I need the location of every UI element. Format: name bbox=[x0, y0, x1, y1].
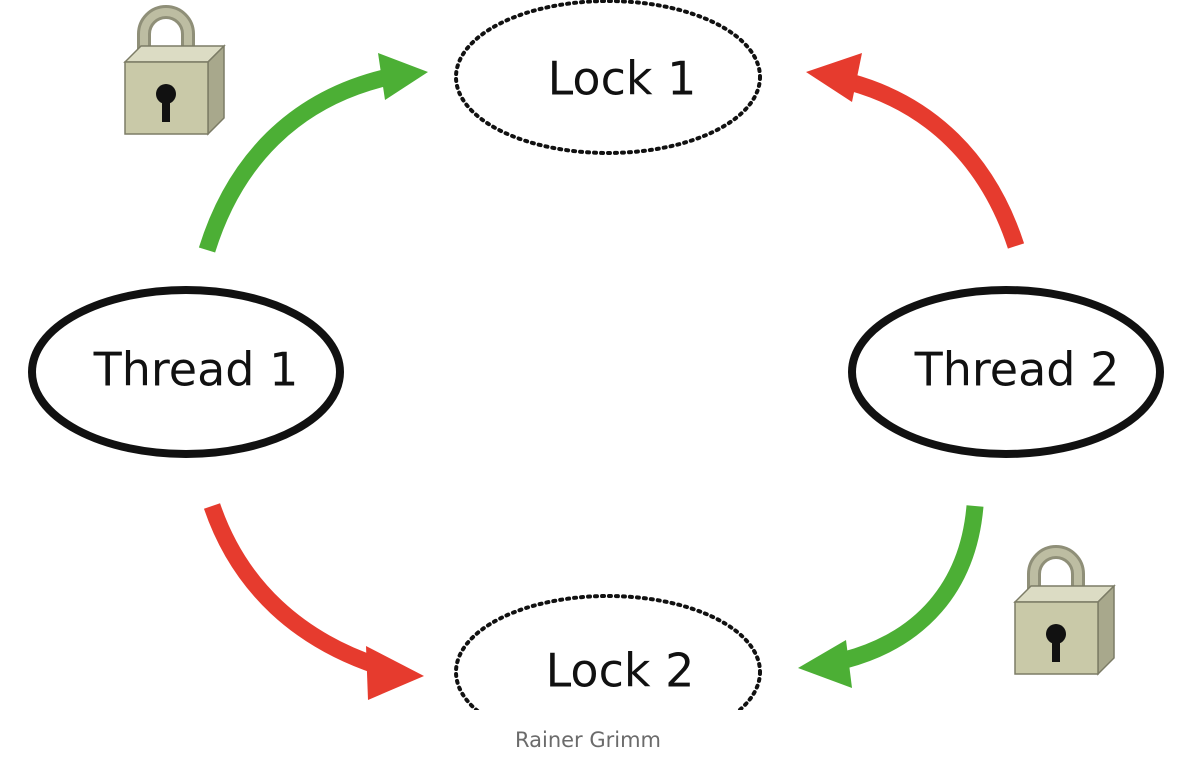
arrow-thread2-to-lock1 bbox=[806, 53, 1025, 249]
arrow-thread1-to-lock1 bbox=[198, 53, 428, 253]
arrow-thread1-to-lock2 bbox=[203, 503, 424, 700]
thread-1-node: Thread 1 bbox=[28, 286, 344, 458]
padlock-icon bbox=[123, 5, 226, 136]
thread-2-node: Thread 2 bbox=[848, 286, 1164, 458]
image-caption: Rainer Grimm bbox=[514, 728, 662, 752]
arrow-thread2-to-lock2 bbox=[798, 505, 984, 688]
lock-2-label: Lock 2 bbox=[546, 644, 695, 698]
thread-2-label: Thread 2 bbox=[914, 343, 1120, 397]
lock-2-node: Lock 2 bbox=[454, 594, 762, 710]
lock-1-label: Lock 1 bbox=[548, 52, 697, 106]
lock-1-node: Lock 1 bbox=[454, 0, 762, 155]
thread-1-label: Thread 1 bbox=[93, 343, 299, 397]
deadlock-diagram: Lock 1 Lock 2 Thread 1 Thread 2 bbox=[28, 0, 1164, 710]
padlock-icon bbox=[1013, 545, 1116, 676]
